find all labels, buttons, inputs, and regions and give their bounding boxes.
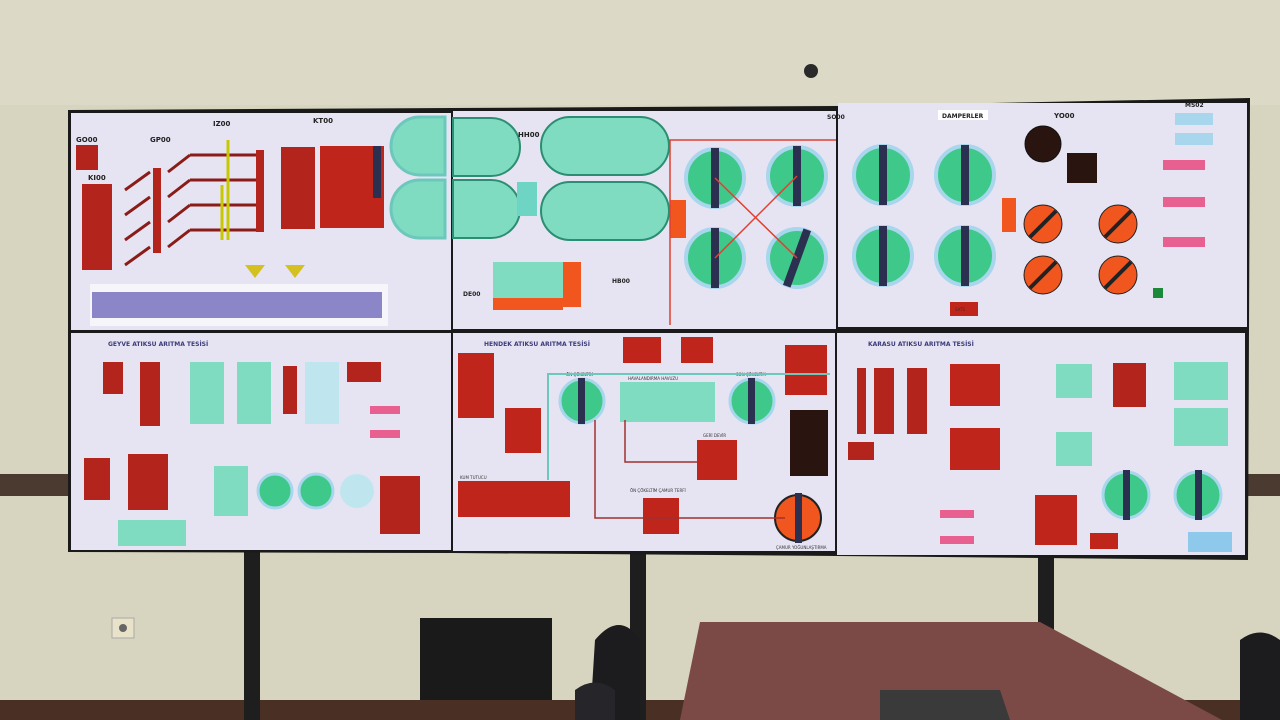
title-karasu: KARASU ATIKSU ARITMA TESİSİ [868,341,974,348]
label-kum-tutucu: KUM TUTUCU [460,475,487,480]
label-sats: SATS [955,307,965,312]
meeting-table [680,622,1222,720]
camera-icon [804,64,818,78]
chair [575,682,615,720]
label-iz00: IZ00 [213,120,231,128]
screen-geyve: GEYVE ATIKSU ARITMA TESİSİ [71,333,451,550]
label-yo00: YO00 [1053,112,1075,120]
label-so00: SO00 [827,114,845,121]
label-ki00: KI00 [88,174,106,182]
stand-left [244,552,260,720]
screen-hh00: HH00 DE00 HB00 [452,111,836,329]
screen-hendek: HENDEK ATIKSU ARITMA TESİSİ KUM TUTUCU Ö… [453,333,835,551]
screen-kt00: GO00 KI00 GP00 IZ00 KT00 [71,113,451,330]
label-havalandirma: HAVALANDIRMA HAVUZU [628,376,678,381]
go00-unit [76,145,98,170]
label-go00: GO00 [76,136,98,144]
upper-wall [0,0,1280,105]
label-camur-yogunlastirma: ÇAMUR YOĞUNLAŞTIRMA [776,545,827,550]
wall-rail-right [1246,474,1280,496]
label-de00: DE00 [463,291,480,298]
label-hh00: HH00 [518,131,540,139]
table-device [880,690,1010,720]
label-damperler: DAMPERLER [942,113,984,120]
screen-karasu: KARASU ATIKSU ARITMA TESİSİ [837,333,1245,555]
label-hb00: HB00 [612,278,630,285]
ki00-unit [82,184,112,270]
title-hendek: HENDEK ATIKSU ARITMA TESİSİ [484,341,590,348]
label-kt00: KT00 [313,117,333,125]
label-gp00: GP00 [150,136,171,144]
equipment-box [420,618,552,700]
socket-hole [119,624,127,632]
label-ms02: MS02 [1185,102,1204,109]
label-geri-devir: GERİ DEVİR [703,433,726,438]
chair [1240,632,1280,720]
label-camur-terfi: ÖN ÇÖKELTİM ÇAMUR TERFİ [630,488,686,493]
screen-damperler: SO00 DAMPERLER SATS YO00 MS02 [827,102,1247,327]
title-geyve: GEYVE ATIKSU ARITMA TESİSİ [108,341,208,348]
wall-rail-left [0,474,72,496]
